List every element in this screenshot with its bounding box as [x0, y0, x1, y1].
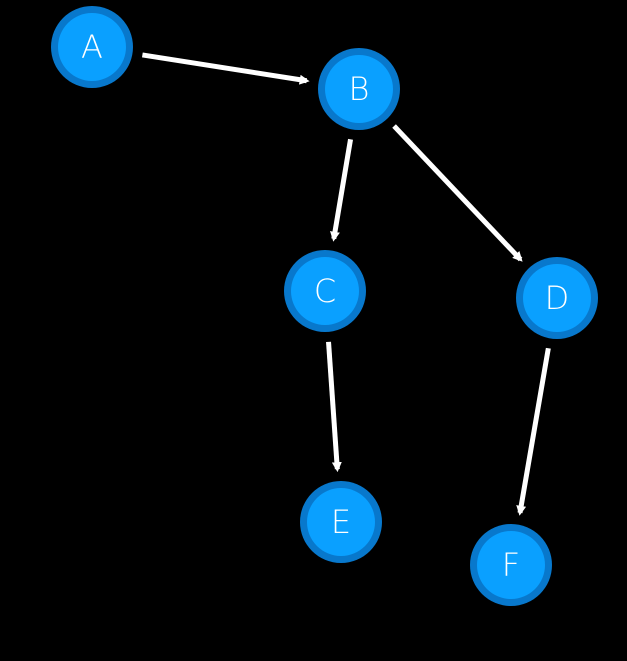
edge-c-e [326, 341, 342, 473]
node-d-core [523, 264, 591, 332]
edge-b-c [330, 138, 354, 242]
node-f: F [470, 524, 552, 606]
node-e: E [300, 481, 382, 563]
node-b-label: B [349, 70, 370, 108]
node-e-label: E [331, 503, 351, 541]
node-c: C [284, 250, 366, 332]
node-c-label: C [314, 272, 336, 310]
node-d-label: D [545, 279, 570, 317]
node-a-core [58, 13, 126, 81]
node-a: A [51, 6, 133, 88]
node-b-core [325, 55, 393, 123]
node-b: B [318, 48, 400, 130]
edge-b-d [392, 124, 523, 262]
node-d: D [516, 257, 598, 339]
edge-d-f [516, 347, 551, 516]
node-f-label: F [502, 546, 520, 584]
nodes-layer: A B C D E F [51, 6, 598, 606]
node-c-core [291, 257, 359, 325]
node-e-core [307, 488, 375, 556]
node-f-core [477, 531, 545, 599]
edges-layer [141, 52, 551, 516]
node-a-label: A [81, 28, 103, 66]
edge-a-b [141, 52, 310, 85]
